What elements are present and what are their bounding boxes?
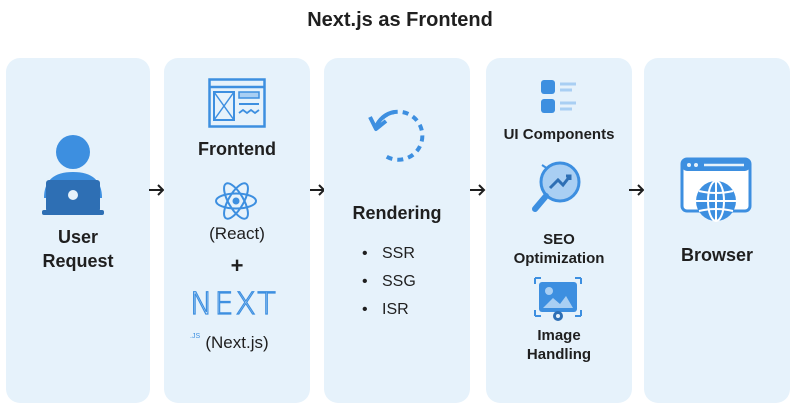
image-icon <box>534 277 582 321</box>
user-icon <box>42 135 104 215</box>
rendering-heading: Rendering <box>352 203 442 223</box>
page-title: Next.js as Frontend <box>307 9 493 31</box>
rendering-list: •SSR •SSG •ISR <box>362 240 416 324</box>
user-request-label: User Request <box>42 227 114 271</box>
arrow-1 <box>148 183 166 197</box>
panel-features <box>486 58 632 403</box>
panel-browser <box>644 58 790 403</box>
browser-label: Browser <box>680 245 754 265</box>
refresh-icon <box>368 109 425 162</box>
plus-sign: + <box>230 253 244 278</box>
list-item: •ISR <box>362 301 409 318</box>
browser-globe-icon <box>680 157 752 222</box>
components-icon <box>541 80 576 113</box>
nextjs-label: (Next.js) <box>205 333 269 352</box>
react-label: (React) <box>209 224 265 243</box>
panel-frontend <box>164 58 310 403</box>
arrow-right-icon <box>629 184 645 196</box>
image-handling-label: Image Handling <box>526 327 592 363</box>
arrow-right-icon <box>149 184 165 196</box>
nextjs-logo-text: NEXT <box>189 286 278 322</box>
wireframe-icon <box>208 78 266 128</box>
nextjs-logo-suffix: .JS <box>190 333 201 340</box>
list-item: •SSG <box>362 273 416 290</box>
react-icon <box>215 182 257 220</box>
frontend-heading: Frontend <box>198 139 276 159</box>
panel-user <box>6 58 150 403</box>
seo-label: SEO Optimization <box>513 231 605 267</box>
arrow-3 <box>469 183 487 197</box>
arrow-4 <box>628 183 646 197</box>
ui-components-label: UI Components <box>503 126 615 143</box>
list-item: •SSR <box>362 245 415 262</box>
panel-rendering <box>324 58 470 403</box>
seo-icon <box>532 161 581 212</box>
nextjs-logo: NEXT .JS <box>189 286 290 340</box>
arrow-right-icon <box>470 184 486 196</box>
